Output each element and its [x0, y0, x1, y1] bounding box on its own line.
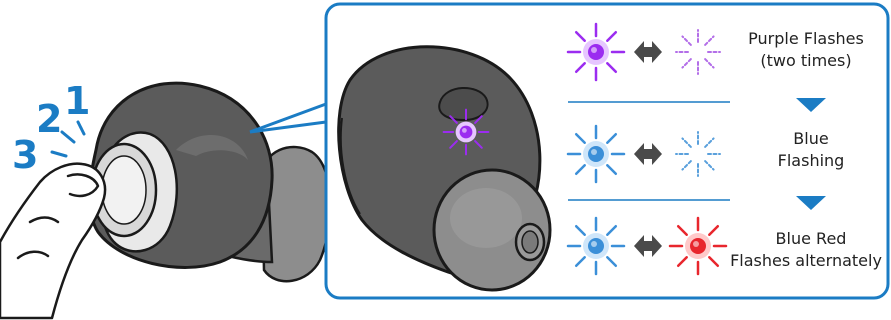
indicator-label-line1: Blue Red: [776, 229, 847, 248]
led-shine: [591, 149, 597, 155]
tap-mark: [62, 132, 74, 142]
led-shine: [591, 241, 597, 247]
led-shine: [591, 47, 597, 53]
tap-mark: [78, 122, 84, 134]
led-lit-icon: [568, 126, 624, 182]
indicator-label-line1: Purple Flashes: [748, 29, 864, 48]
closeup-eartip-nozzle-hole: [522, 231, 538, 253]
indicator-label-line2: Flashes alternately: [730, 251, 882, 270]
finger-hand: [0, 164, 105, 318]
led-shine: [462, 128, 467, 133]
indicator-label-line2: Flashing: [778, 151, 845, 170]
indicator-label-line2: (two times): [760, 51, 851, 70]
led-shine: [693, 241, 699, 247]
indicator-label-line1: Blue: [793, 129, 828, 148]
tap-mark: [52, 152, 66, 156]
led-lit-icon: [670, 218, 726, 274]
led-lit-icon: [568, 24, 624, 80]
finger-illustration: [0, 164, 105, 318]
led-lit-icon: [444, 110, 489, 155]
press-step-2: 2: [36, 97, 62, 141]
press-step-1: 1: [64, 79, 90, 123]
led-lit-icon: [568, 218, 624, 274]
left-earbud-illustration: [89, 83, 330, 281]
closeup-eartip-shade: [450, 188, 522, 248]
callout-connector: [250, 104, 326, 132]
left-earbud-touch-ring-inner: [102, 156, 146, 224]
press-step-3: 3: [12, 133, 38, 177]
closeup-sensor-window: [439, 88, 487, 120]
